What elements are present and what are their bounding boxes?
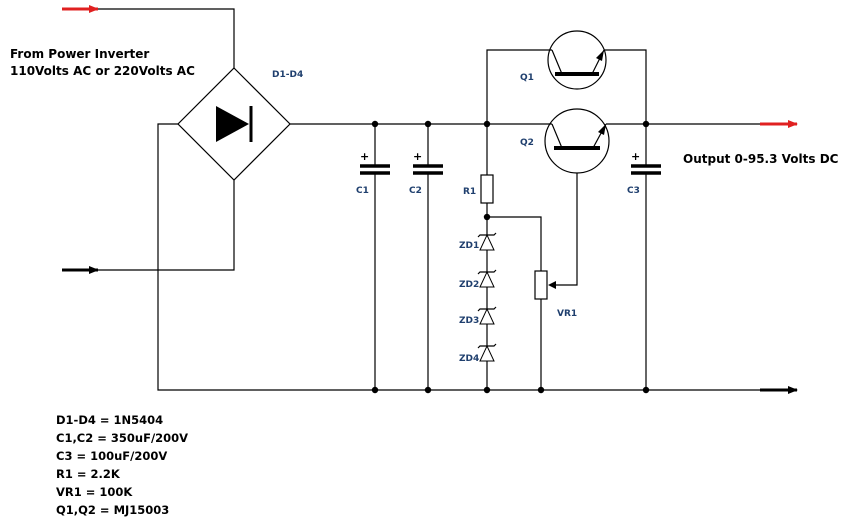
vr1-label: VR1 (557, 309, 577, 319)
parts-list-item: VR1 = 100K (56, 485, 133, 499)
c1-polarity: + (360, 150, 369, 163)
resistor-r1 (480, 124, 494, 217)
parts-list-item: R1 = 2.2K (56, 467, 121, 481)
vr1-wiper-arrow (548, 281, 556, 289)
potentiometer-vr1 (534, 270, 548, 300)
parts-list-item: Q1,Q2 = MJ15003 (56, 503, 169, 517)
zd4-label: ZD4 (459, 354, 479, 364)
r1-label: R1 (463, 187, 476, 197)
parts-list-item: C3 = 100uF/200V (56, 449, 167, 463)
q1-emitter-wire (604, 49, 647, 124)
input-label-line1: From Power Inverter (10, 47, 149, 61)
ground-rail (157, 123, 760, 391)
parts-list-item: C1,C2 = 350uF/200V (56, 431, 188, 445)
c3-label: C3 (627, 186, 640, 196)
parts-list-item: D1-D4 = 1N5404 (56, 413, 163, 427)
zener-zd1 (477, 232, 497, 251)
output-label: Output 0-95.3 Volts DC (683, 152, 839, 166)
q2-base-wire (552, 173, 578, 286)
zener-zd2 (477, 269, 497, 288)
ac-input-wire-top (98, 8, 235, 68)
vr1-top-wire (487, 216, 542, 271)
ac-input-wire-bottom (98, 180, 235, 271)
input-label-line2: 110Volts AC or 220Volts AC (10, 64, 195, 78)
c1-label: C1 (356, 186, 369, 196)
zd1-label: ZD1 (459, 241, 479, 251)
capacitor-c3 (631, 124, 661, 390)
zener-zd4 (477, 343, 497, 362)
diode-symbol (216, 106, 249, 142)
capacitor-c1 (360, 124, 390, 390)
parts-list: D1-D4 = 1N5404 C1,C2 = 350uF/200V C3 = 1… (56, 413, 188, 517)
q2-label: Q2 (520, 138, 534, 148)
c2-polarity: + (413, 150, 422, 163)
c2-label: C2 (409, 186, 422, 196)
bridge-label: D1-D4 (272, 70, 303, 80)
junction-dots (371, 120, 650, 394)
transistor-q2 (544, 108, 610, 174)
capacitor-c2 (413, 124, 443, 390)
zd3-label: ZD3 (459, 316, 479, 326)
transistor-q1 (547, 30, 607, 90)
zd2-label: ZD2 (459, 280, 479, 290)
c3-polarity: + (631, 150, 640, 163)
q1-collector-wire (486, 49, 552, 124)
zener-zd3 (477, 306, 497, 325)
bridge-rectifier (177, 67, 291, 181)
q1-label: Q1 (520, 73, 534, 83)
